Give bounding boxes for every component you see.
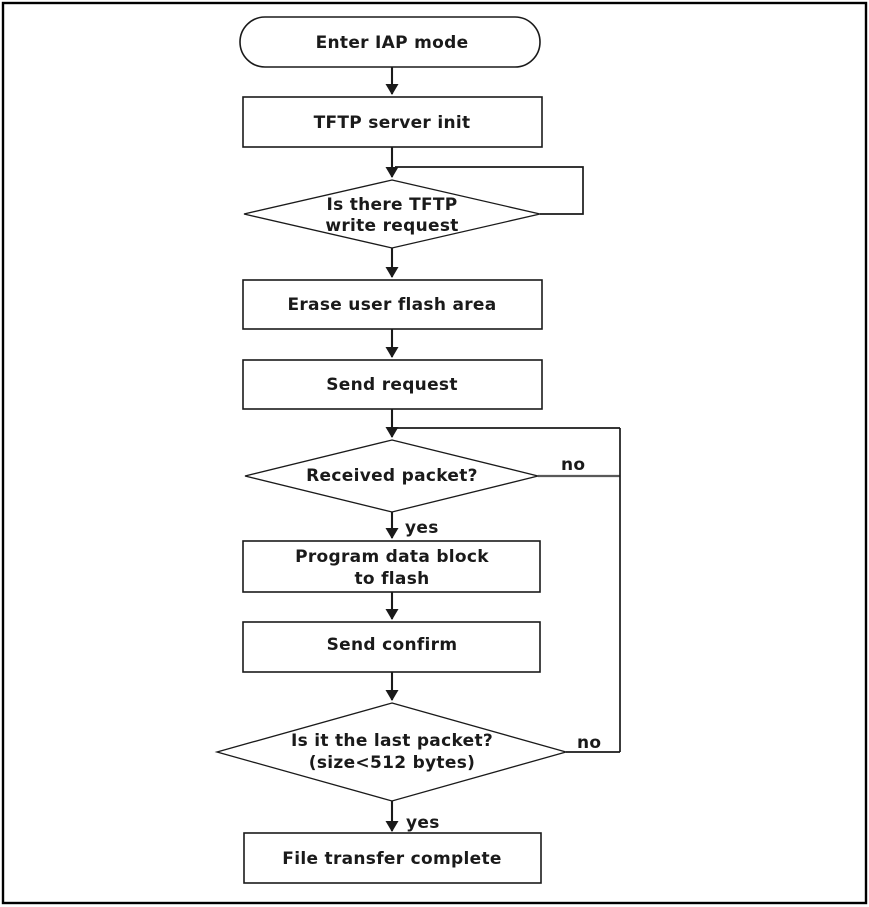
label-received-yes: yes (405, 518, 439, 538)
label-last-yes: yes (406, 813, 440, 833)
label-last-packet-line1: Is it the last packet? (291, 731, 493, 751)
label-write-request-line1: Is there TFTP (326, 195, 457, 215)
label-enter-iap-mode: Enter IAP mode (316, 33, 469, 53)
label-write-request-line2: write request (325, 216, 458, 236)
label-program-data-line1: Program data block (295, 547, 489, 567)
label-received-no: no (561, 455, 585, 475)
process-send-confirm (242, 621, 541, 673)
label-last-packet-line2: (size<512 bytes) (309, 753, 475, 773)
label-send-confirm: Send confirm (327, 635, 458, 655)
decision-last-packet (214, 702, 569, 802)
process-tftp-server-init (242, 96, 543, 148)
label-program-data-line2: to flash (354, 569, 429, 589)
terminator-enter-iap-mode (239, 16, 541, 68)
label-erase-user-flash: Erase user flash area (287, 295, 496, 315)
process-erase-user-flash (242, 279, 543, 330)
label-tftp-server-init: TFTP server init (314, 113, 471, 133)
label-received-packet: Received packet? (306, 466, 478, 486)
process-file-transfer-complete (243, 832, 542, 884)
label-send-request: Send request (326, 375, 458, 395)
decision-tftp-write-request (243, 179, 541, 249)
label-file-transfer-complete: File transfer complete (282, 849, 501, 869)
edge-write-request-loop (395, 166, 584, 215)
label-last-no: no (577, 733, 601, 753)
process-program-data-block (242, 540, 541, 593)
decision-received-packet (244, 439, 539, 513)
process-send-request (242, 359, 543, 410)
